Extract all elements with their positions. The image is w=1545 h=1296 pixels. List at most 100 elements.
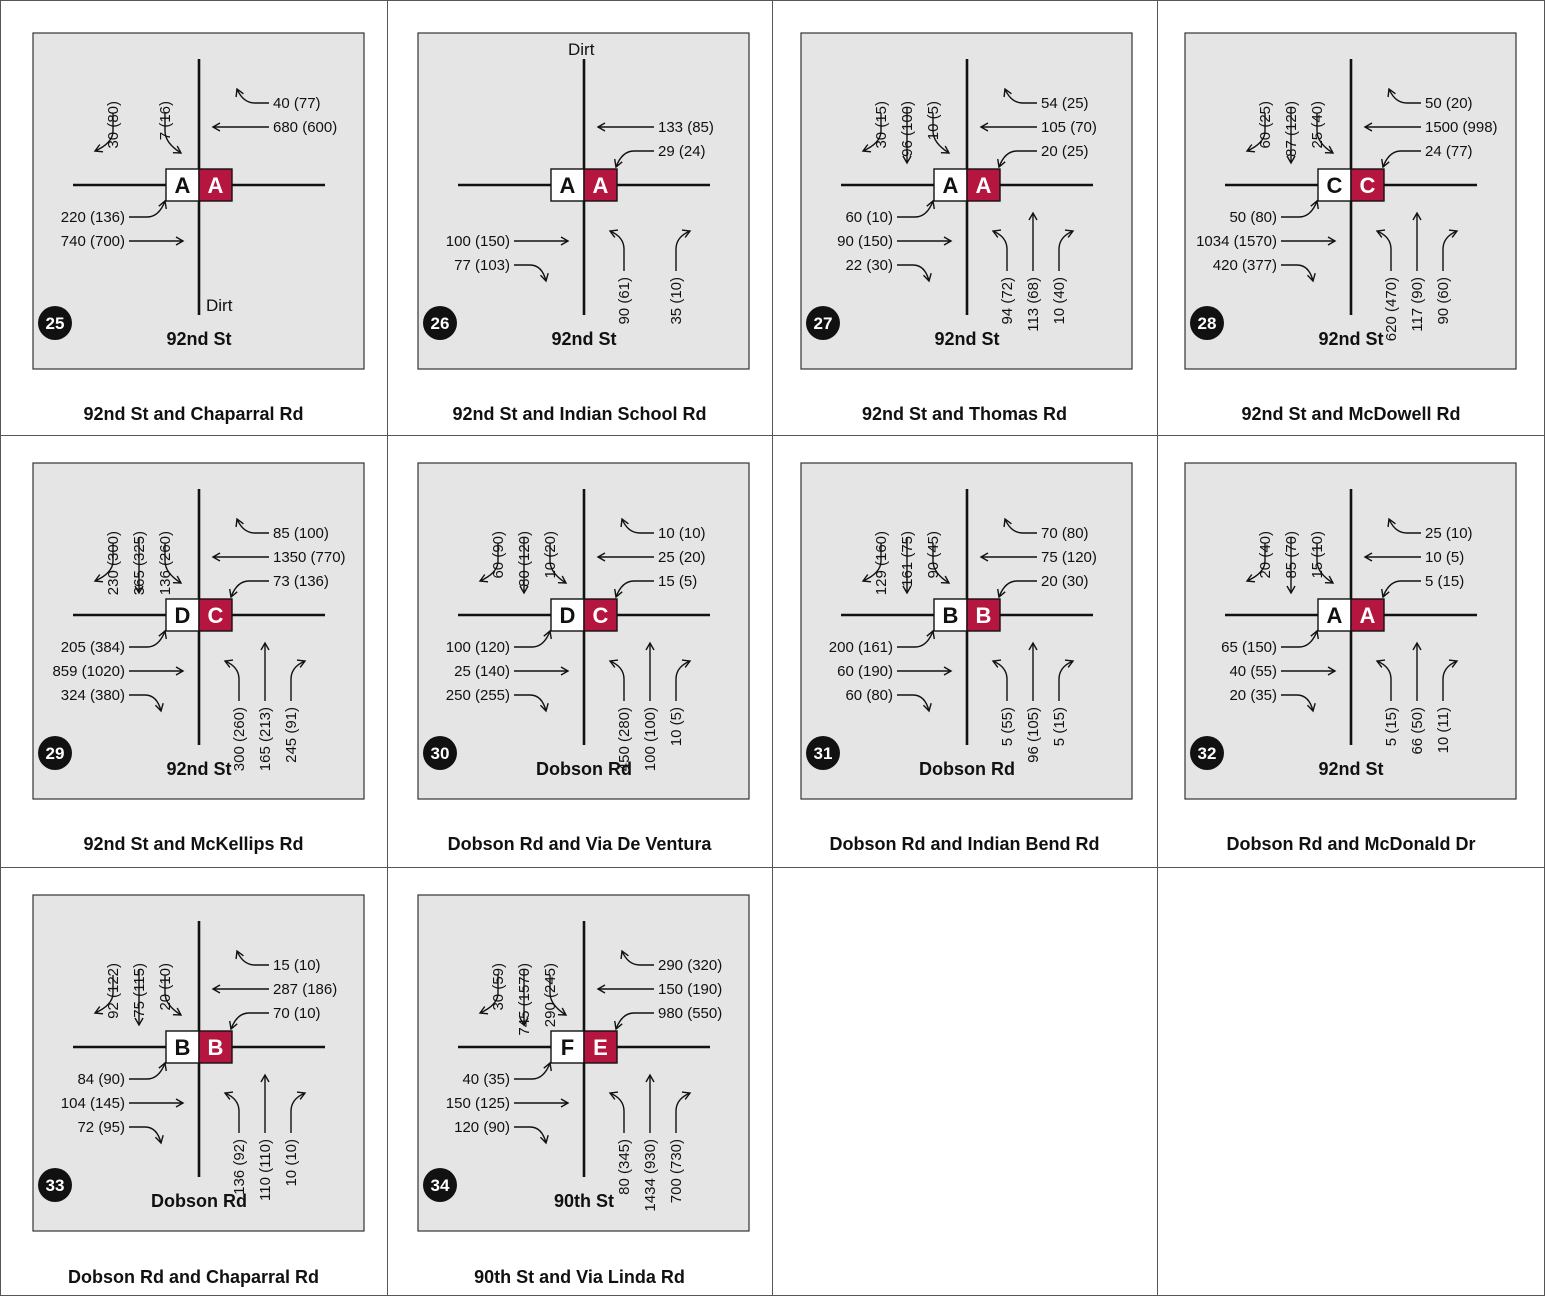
- intersection-number: 34: [431, 1176, 450, 1195]
- nb-through-volume: 100 (100): [642, 707, 659, 771]
- nb-left-turn-arrow: [608, 1091, 625, 1133]
- los-pm-box: [583, 1030, 618, 1064]
- los-pm-label: E: [593, 1035, 608, 1060]
- intersection-number: 33: [46, 1176, 65, 1195]
- eb-left-volume: 84 (90): [77, 1071, 125, 1088]
- intersection-number: 28: [1198, 314, 1217, 333]
- wb-right-volume: 50 (20): [1425, 95, 1473, 112]
- eb-right-turn-arrow: [897, 264, 932, 283]
- wb-through-volume: 150 (190): [658, 981, 722, 998]
- wb-left-turn-arrow: [1381, 580, 1421, 599]
- nb-left-turn-arrow: [1375, 229, 1392, 271]
- wb-left-volume: 5 (15): [1425, 573, 1464, 590]
- eb-right-turn-arrow: [514, 694, 549, 713]
- wb-right-turn-arrow: [235, 87, 269, 104]
- sb-through-volume: 75 (115): [131, 963, 148, 1018]
- eb-left-turn-arrow: [129, 1061, 167, 1080]
- intersection-number-badge: [423, 306, 457, 340]
- intersection-caption: Dobson Rd and Via De Ventura: [448, 834, 713, 854]
- road-name: 90th St: [554, 1191, 614, 1211]
- nb-right-turn-arrow: [675, 229, 692, 271]
- eb-left-turn-arrow: [129, 199, 167, 218]
- nb-right-turn-arrow: [1442, 659, 1459, 701]
- sb-left-volume: 15 (10): [1309, 531, 1326, 579]
- eb-left-volume: 65 (150): [1221, 639, 1277, 656]
- nb-left-turn-arrow: [223, 659, 240, 701]
- nb-right-volume: 10 (40): [1051, 277, 1068, 325]
- nb-right-volume: 700 (730): [668, 1139, 685, 1203]
- sb-left-volume: 7 (16): [157, 101, 174, 140]
- nb-right-turn-arrow: [290, 659, 307, 701]
- eb-left-turn-arrow: [897, 199, 935, 218]
- sb-through-volume: 85 (70): [1283, 531, 1300, 579]
- los-pm-label: A: [1360, 603, 1376, 628]
- intersection-number: 32: [1198, 744, 1217, 763]
- intersection-caption: 92nd St and Chaparral Rd: [83, 404, 303, 424]
- nb-left-turn-arrow: [223, 1091, 240, 1133]
- wb-right-volume: 85 (100): [273, 525, 329, 542]
- sb-right-turn-arrow: [1245, 543, 1266, 583]
- sb-right-turn-arrow: [478, 543, 499, 583]
- nb-right-volume: 245 (91): [283, 707, 300, 763]
- intersection-number-badge: [1190, 736, 1224, 770]
- nb-right-volume: 10 (5): [668, 707, 685, 746]
- sb-left-turn-arrow: [164, 975, 183, 1016]
- intersection-caption: Dobson Rd and Chaparral Rd: [68, 1267, 319, 1287]
- los-pm-box: [583, 598, 618, 632]
- nb-left-turn-arrow: [1375, 659, 1392, 701]
- nb-right-volume: 10 (10): [283, 1139, 300, 1187]
- nb-through-volume: 96 (105): [1025, 707, 1042, 763]
- wb-left-turn-arrow: [997, 580, 1037, 599]
- eb-right-volume: 420 (377): [1213, 257, 1277, 274]
- wb-right-volume: 40 (77): [273, 95, 321, 112]
- road-name: Dobson Rd: [151, 1191, 247, 1211]
- los-pm-box: [198, 168, 233, 202]
- wb-left-volume: 15 (5): [658, 573, 697, 590]
- eb-left-turn-arrow: [514, 1061, 552, 1080]
- los-pm-label: C: [1360, 173, 1376, 198]
- eb-right-turn-arrow: [129, 1126, 164, 1145]
- nb-through-volume: 165 (213): [257, 707, 274, 771]
- los-pm-box: [966, 168, 1001, 202]
- nb-right-turn-arrow: [290, 1091, 307, 1133]
- intersection-number: 31: [814, 744, 833, 763]
- eb-right-turn-arrow: [1281, 264, 1316, 283]
- eb-right-volume: 60 (80): [845, 687, 893, 704]
- eb-right-volume: 324 (380): [61, 687, 125, 704]
- eb-through-volume: 25 (140): [454, 663, 510, 680]
- wb-left-turn-arrow: [614, 150, 654, 169]
- eb-right-volume: 250 (255): [446, 687, 510, 704]
- nb-left-volume: 5 (15): [1383, 707, 1400, 746]
- los-am-label: C: [1327, 173, 1343, 198]
- sb-left-turn-arrow: [932, 543, 951, 584]
- los-pm-label: C: [593, 603, 609, 628]
- nb-left-volume: 5 (55): [999, 707, 1016, 746]
- sb-left-turn-arrow: [1316, 113, 1335, 154]
- los-pm-label: B: [208, 1035, 224, 1060]
- intersection-number-badge: [423, 1168, 457, 1202]
- nb-right-turn-arrow: [675, 1091, 692, 1133]
- los-pm-label: A: [208, 173, 224, 198]
- intersection-number-badge: [1190, 306, 1224, 340]
- sb-left-volume: 25 (40): [1309, 101, 1326, 149]
- los-pm-label: A: [976, 173, 992, 198]
- road-name: Dobson Rd: [919, 759, 1015, 779]
- eb-through-volume: 100 (150): [446, 233, 510, 250]
- los-am-box: [1317, 598, 1352, 632]
- los-pm-box: [966, 598, 1001, 632]
- sb-left-volume: 10 (5): [925, 101, 942, 140]
- nb-right-turn-arrow: [1058, 659, 1075, 701]
- nb-left-turn-arrow: [608, 229, 625, 271]
- eb-left-volume: 200 (161): [829, 639, 893, 656]
- sb-left-turn-arrow: [164, 543, 183, 584]
- intersection-number: 25: [46, 314, 65, 333]
- wb-right-volume: 54 (25): [1041, 95, 1089, 112]
- eb-left-volume: 100 (120): [446, 639, 510, 656]
- road-name: 92nd St: [166, 759, 231, 779]
- wb-through-volume: 10 (5): [1425, 549, 1464, 566]
